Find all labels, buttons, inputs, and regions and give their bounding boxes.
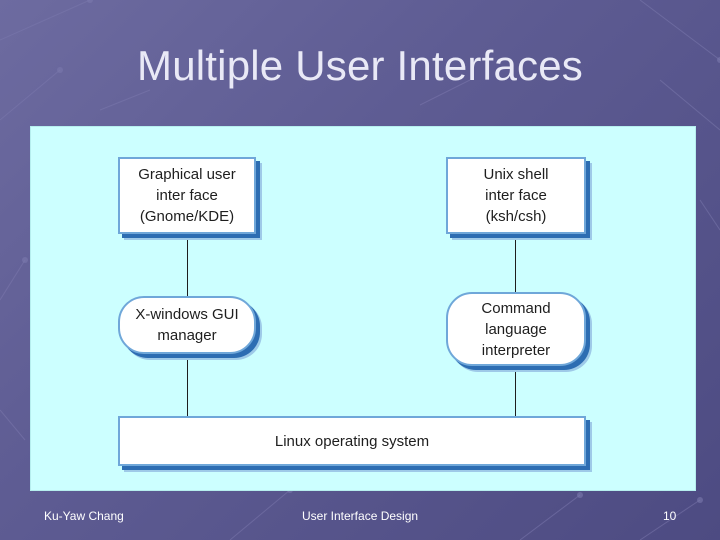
footer-course: User Interface Design [302,509,419,523]
xwin-box: X-windows GUI manager [118,296,256,354]
cli-box: Command language interpreter [446,292,586,366]
shell-box: Unix shell inter face (ksh/csh) [446,157,586,234]
slide-title: Multiple User Interfaces [137,42,583,89]
os-box: Linux operating system [118,416,586,466]
footer-author: Ku-Yaw Chang [44,509,124,523]
shell-box-label: Unix shell inter face (ksh/csh) [483,166,549,225]
footer-page-number: 10 [663,509,677,523]
cli-box-label: Command language interpreter [481,299,551,359]
connector-gui-xwin [187,234,188,296]
connector-cli-os [515,366,516,416]
os-box-label: Linux operating system [274,432,430,450]
diagram-panel: Graphical user inter face (Gnome/KDE) Un… [30,126,696,491]
connector-xwin-os [187,354,188,416]
gui-box-label: Graphical user inter face (Gnome/KDE) [138,166,236,225]
xwin-box-label: X-windows GUI manager [135,306,239,344]
connector-shell-cli [515,234,516,292]
gui-box: Graphical user inter face (Gnome/KDE) [118,157,256,234]
